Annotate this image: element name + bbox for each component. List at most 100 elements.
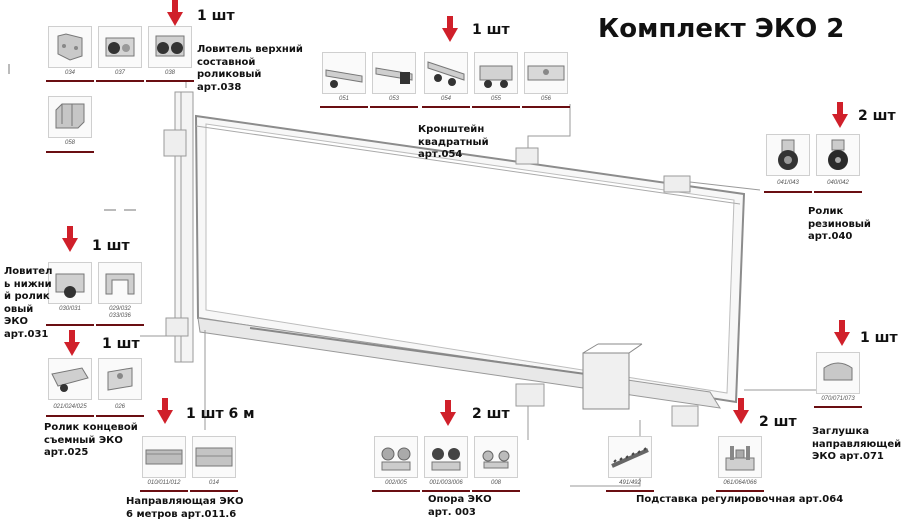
label-011-line: 6 метров арт.011.6 [126,508,237,520]
label-038-line: арт.038 [197,81,242,93]
label-011-line: Направляющая ЭКО [126,496,244,507]
qty-038: 1 шт [197,8,235,24]
qty-003: 2 шт [472,406,510,422]
part-037-code: 037 [114,70,125,76]
arrow-003-icon [440,400,456,426]
part-029-code-line: 029/032 [109,306,131,312]
part-058-underline [46,151,94,153]
qty-040: 2 шт [858,108,896,124]
arrow-040-icon [832,102,848,128]
part-030-underline [46,324,94,326]
label-038: Ловитель верхний составной роликовый арт… [197,44,303,94]
part-021-code: 021/024/025 [53,404,87,410]
part-002-code: 002/005 [385,480,407,486]
part-010-image [142,436,186,478]
part-030-code: 030/031 [59,306,81,312]
label-071-line: направляющей [812,438,901,450]
part-038-image [148,26,192,68]
label-040-line: арт.040 [808,231,853,242]
part-029-underline [96,324,144,326]
part-041-code: 041/043 [777,180,799,186]
part-034-image [48,26,92,68]
part-001-image [424,436,468,478]
label-054-line: арт.054 [418,149,463,160]
part-053-image [372,52,416,94]
part-040-underline [814,191,862,193]
part-056-code: 056 [540,96,551,102]
part-008-underline [472,490,520,492]
arrow-031-icon [62,226,78,252]
arrow-025-icon [64,330,80,356]
part-070-code: 070/071/073 [821,396,855,402]
qty-064: 2 шт [759,414,797,430]
part-029-code: 029/032 033/036 [98,306,142,320]
label-071: Заглушка направляющей ЭКО арт.071 [812,426,901,464]
part-055-code: 055 [490,96,501,102]
label-031-line: овый [4,303,34,315]
part-058-code: 058 [64,140,75,146]
part-054-underline [422,106,470,108]
label-071-line: Заглушка [812,426,870,437]
label-071-line: ЭКО арт.071 [812,451,884,462]
page-title: Комплект ЭКО 2 [598,14,845,44]
label-003-line: Опора ЭКО [428,494,492,505]
label-025: Ролик концевой съемный ЭКО арт.025 [44,422,138,460]
part-038-code: 038 [164,70,175,76]
arrow-054-icon [442,16,458,42]
part-014-image [192,436,236,478]
qty-054: 1 шт [472,22,510,38]
part-056-underline [522,106,570,108]
label-025-line: съемный ЭКО [44,434,123,446]
qty-031: 1 шт [92,238,130,254]
part-051-code: 051 [338,96,349,102]
label-054-line: квадратный [418,136,489,148]
part-014-underline [190,490,238,492]
part-029-code-line: 033/036 [109,313,131,319]
qty-071: 1 шт [860,330,898,346]
part-491-image [608,436,652,478]
part-029-image [98,262,142,304]
part-010-code: 010/011/012 [147,480,181,486]
arrow-071-icon [834,320,850,346]
label-031-line: ь нижни [4,278,52,290]
part-026-image [98,358,142,400]
part-026-code: 026 [114,404,125,410]
part-008-code: 008 [490,480,501,486]
part-008-image [474,436,518,478]
label-031-line: ЭКО [4,316,29,327]
qty-011: 1 шт 6 м [186,406,255,422]
part-037-underline [96,80,144,82]
part-038-underline [146,80,194,82]
label-025-line: Ролик концевой [44,422,138,433]
part-070-image [816,352,860,394]
arrow-038-icon [167,0,183,26]
part-053-underline [370,106,418,108]
label-025-line: арт.025 [44,447,89,458]
label-003: Опора ЭКО арт. 003 [428,494,492,519]
arrow-011-icon [157,398,173,424]
part-030-image [48,262,92,304]
part-034-underline [46,80,94,82]
part-054-image [424,52,468,94]
label-054: Кронштейн квадратный арт.054 [418,124,489,162]
part-055-underline [472,106,520,108]
part-061-code: 061/064/066 [723,480,757,486]
part-040-code: 040/042 [827,180,849,186]
label-040-line: резиновый [808,218,871,230]
part-051-underline [320,106,368,108]
part-010-underline [140,490,188,492]
label-038-line: Ловитель верхний [197,44,303,55]
part-061-underline [716,490,764,492]
part-056-image [524,52,568,94]
part-051-image [322,52,366,94]
part-061-image [718,436,762,478]
label-003-line: арт. 003 [428,506,476,518]
part-055-image [474,52,518,94]
part-002-image [374,436,418,478]
label-054-line: Кронштейн [418,124,485,135]
label-031-line: Ловител [4,266,53,277]
label-040-line: Ролик [808,206,844,217]
label-038-line: составной [197,56,256,68]
